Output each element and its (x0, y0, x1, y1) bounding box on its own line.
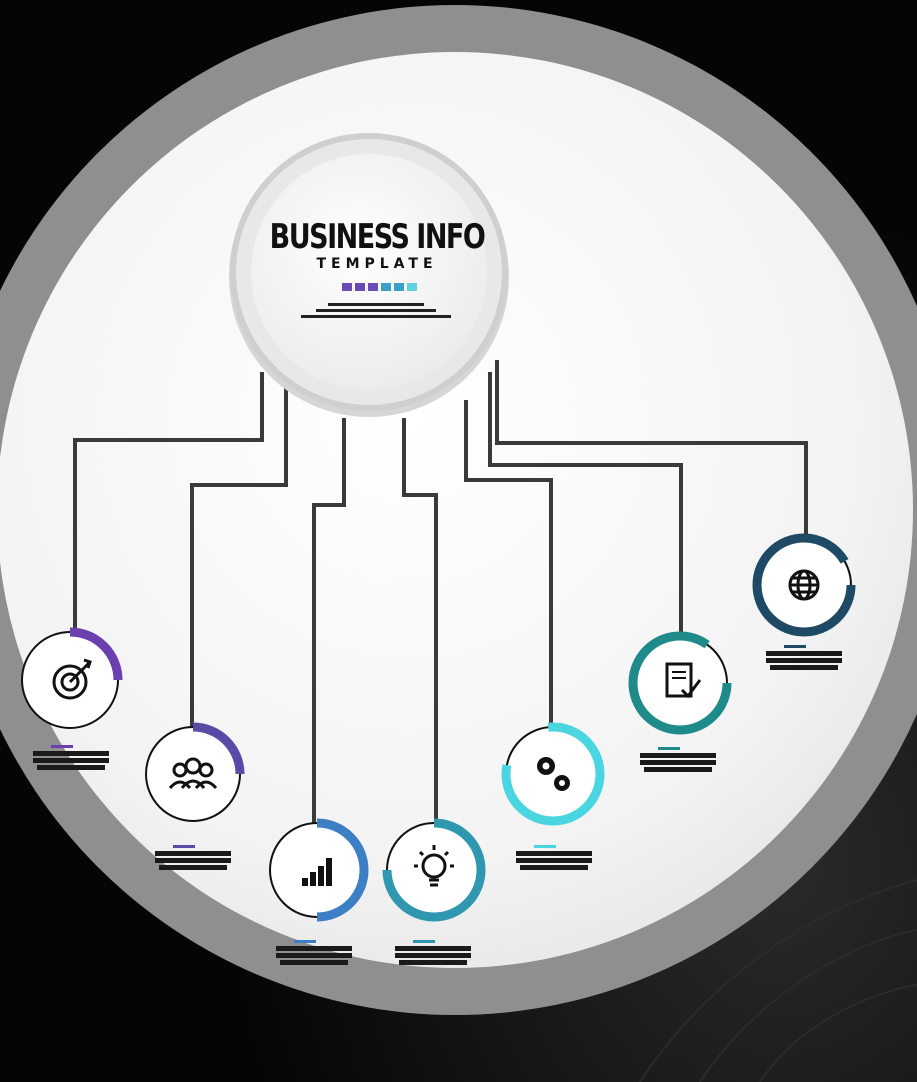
hub-dot (406, 283, 417, 291)
node-idea (382, 818, 486, 922)
target-icon (52, 658, 92, 700)
hub-dot (367, 283, 378, 291)
caption-growth (276, 940, 352, 965)
node-captions (33, 645, 842, 965)
caption-gears (516, 845, 592, 870)
lightbulb-icon (414, 845, 454, 887)
hub-color-dots (324, 283, 434, 293)
hub-dot (393, 283, 404, 291)
document-check-icon (665, 662, 702, 699)
hub-dot (380, 283, 391, 291)
background-swirls (639, 879, 917, 1082)
caption-target (33, 745, 109, 770)
hub-subtitle: TEMPLATE (316, 256, 438, 272)
hub-text-lines (296, 300, 456, 321)
connector-lines (73, 360, 808, 830)
gears-icon (537, 757, 570, 791)
hub-dot (354, 283, 365, 291)
caption-globe (766, 645, 842, 670)
node-document (628, 631, 732, 735)
growth-chart-icon (302, 858, 332, 886)
hub-title: BUSINESS INFO (269, 218, 486, 257)
globe-icon (788, 569, 820, 601)
node-target (21, 627, 123, 729)
node-team (145, 722, 245, 822)
hub-inner (251, 154, 487, 390)
node-globe (752, 533, 856, 637)
caption-document (640, 747, 716, 772)
hub-dot (341, 283, 352, 291)
team-icon (168, 757, 218, 790)
node-gears (501, 722, 605, 826)
caption-idea (395, 940, 471, 965)
caption-team (155, 845, 231, 870)
node-growth (269, 818, 369, 922)
